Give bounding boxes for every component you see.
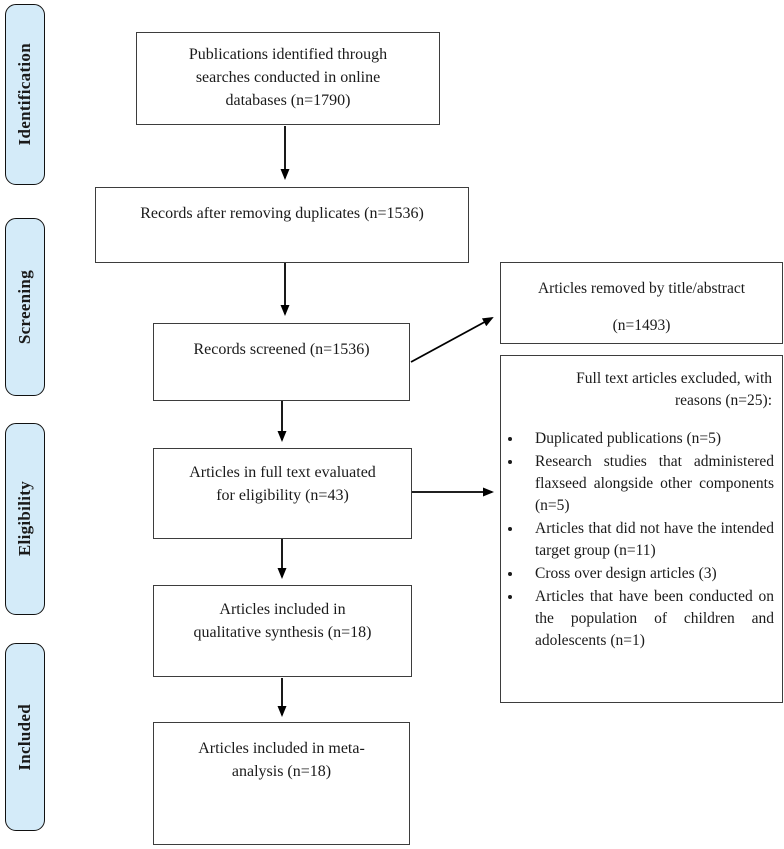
exclusion-reason-text: Research studies that administered flaxs… [535,453,774,514]
exclusion-reason-text: Cross over design articles (3) [535,565,717,582]
box-qualitative-synthesis: Articles included in qualitative synthes… [153,585,412,677]
excluded-fulltext-header: Full text articles excluded, with reason… [501,356,782,412]
box-publications-identified-line2: searches conducted in online [195,69,381,86]
stage-screening-label: Screening [15,269,34,345]
box-excluded-title-abstract: Articles removed by title/abstract (n=14… [500,262,783,344]
box-excluded-title-abstract-line1: Articles removed by title/abstract [537,280,746,297]
exclusion-reason-text: Duplicated publications (n=5) [535,430,722,447]
box-fulltext-evaluated-line2: for eligibility (n=43) [216,487,349,504]
box-records-screened-line1: Records screened (n=1536) [193,341,370,358]
arrow-screened-to-title-abstract-exclusions [410,317,494,363]
stage-included: Included [5,643,45,831]
box-meta-analysis-line2: analysis (n=18) [231,763,332,780]
stage-identification-label: Identification [15,43,34,146]
box-excluded-fulltext-reasons: Full text articles excluded, with reason… [500,355,783,703]
box-publications-identified-line3: databases (n=1790) [225,92,351,109]
box-qualitative-synthesis-line1: Articles included in [219,601,346,618]
exclusion-reason-text: Articles that have been conducted on the… [535,588,774,649]
box-publications-identified: Publications identified through searches… [136,32,440,125]
exclusion-reason-item: Articles that have been conducted on the… [523,586,774,652]
exclusion-reason-item: Cross over design articles (3) [523,563,774,585]
exclusion-reason-text: Articles that did not have the intended … [535,520,774,559]
box-records-deduplicated-line1: Records after removing duplicates (n=153… [140,205,424,222]
box-excluded-title-abstract-count: (n=1493) [612,317,671,334]
box-records-deduplicated: Records after removing duplicates (n=153… [95,187,469,263]
box-fulltext-evaluated: Articles in full text evaluated for elig… [153,448,412,539]
box-meta-analysis: Articles included in meta- analysis (n=1… [153,722,410,845]
stage-eligibility-label: Eligibility [15,481,34,557]
box-fulltext-evaluated-line1: Articles in full text evaluated [189,464,376,481]
exclusion-reason-item: Duplicated publications (n=5) [523,428,774,450]
excluded-fulltext-header-line1: Full text articles excluded, with [576,370,772,387]
exclusion-reason-item: Research studies that administered flaxs… [523,451,774,517]
excluded-fulltext-header-line2: reasons (n=25): [675,392,772,409]
exclusion-reason-item: Articles that did not have the intended … [523,518,774,562]
box-publications-identified-line1: Publications identified through [188,46,388,63]
box-records-screened: Records screened (n=1536) [153,323,410,401]
box-meta-analysis-line1: Articles included in meta- [198,740,365,757]
excluded-fulltext-reason-list: Duplicated publications (n=5) Research s… [501,428,782,652]
stage-identification: Identification [5,4,45,185]
box-qualitative-synthesis-line2: qualitative synthesis (n=18) [193,624,372,641]
stage-screening: Screening [5,218,45,396]
stage-eligibility: Eligibility [5,423,45,615]
stage-included-label: Included [15,703,34,771]
